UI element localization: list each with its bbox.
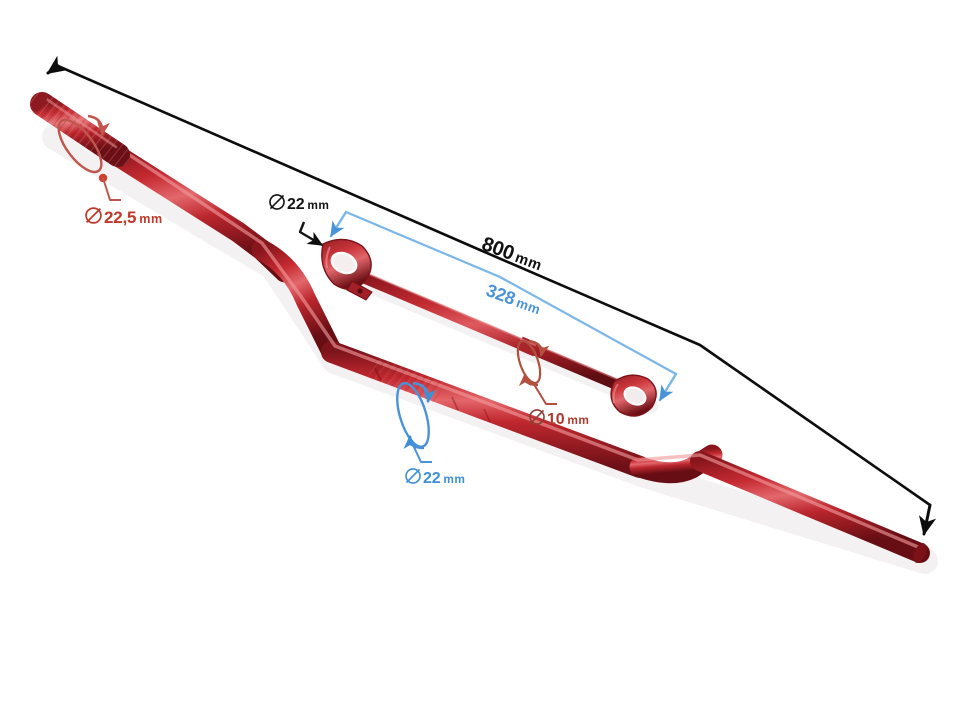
cross-brace-clamp-right	[610, 374, 657, 417]
dimension-line-800mm	[46, 55, 937, 536]
brace-diameter-unit: mm	[567, 413, 590, 427]
diameter-symbol-icon	[85, 207, 102, 224]
rotation-symbol-grip	[57, 114, 121, 201]
cross-brace-rod	[344, 266, 652, 403]
clamp-diameter-unit: mm	[307, 198, 330, 212]
cross-brace-assembly	[321, 238, 659, 417]
diameter-symbol-icon	[405, 468, 421, 484]
rotation-symbol-brace	[516, 339, 557, 405]
brace-diameter-value: 10	[547, 411, 565, 428]
diameter-symbol-icon	[269, 194, 285, 210]
cross-brace-clamp-left	[321, 238, 373, 301]
diameter-symbol-icon	[529, 409, 545, 425]
grip-diameter-unit: mm	[139, 212, 163, 226]
bar-end-right	[913, 543, 927, 563]
rotation-symbol-bar	[396, 381, 436, 463]
dimension-line-328mm	[329, 210, 678, 402]
grip-diameter-value: 22,5	[104, 208, 137, 227]
leader-clamp-22mm	[298, 221, 324, 247]
bar-diameter-unit: mm	[443, 472, 466, 486]
clamp-diameter-value: 22	[287, 196, 305, 213]
knurled-grip-left	[30, 92, 130, 167]
bar-diameter-value: 22	[423, 470, 441, 487]
